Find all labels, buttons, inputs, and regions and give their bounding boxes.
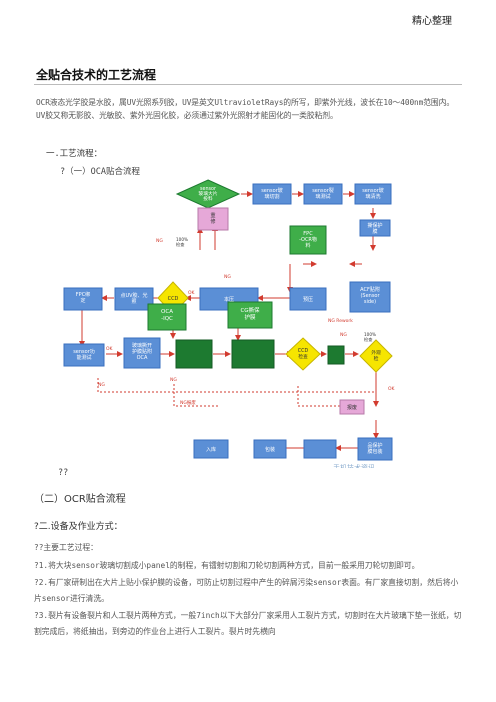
svg-text:入库: 入库 [206,446,216,453]
svg-text:重修: 重修 [210,212,215,225]
page-title: 全贴合技术的工艺流程 [36,68,157,82]
flow-node-tc [327,345,345,365]
svg-text:sensor裂璃测试: sensor裂璃测试 [312,187,334,200]
subheading-oca-flow: ?（一）OCA贴合流程 [60,167,140,177]
svg-text:NG: NG [98,382,105,388]
svg-text:NG报废: NG报废 [180,399,196,406]
flow-node-pack2 [253,439,287,459]
flow-node-storage [193,439,229,459]
svg-text:sensor玻璃清洗: sensor玻璃清洗 [362,187,384,200]
svg-text:OCA-IQC: OCA-IQC [161,309,173,322]
flow-node-oqc [303,439,337,459]
svg-text:NG Rework: NG Rework [328,318,353,324]
flow-node-fpc-bind [63,287,103,311]
placeholder-marks: ?? [58,468,69,478]
flow-node-fpc-in [289,225,327,255]
flow-node-clean1 [354,183,392,205]
flow-node-uv [114,287,154,311]
svg-text:NG: NG [156,238,163,244]
flow-node-protect [359,219,391,237]
svg-text:FPC绑定: FPC绑定 [76,291,90,304]
subheading-ocr-flow: （二）OCR贴合流程 [34,494,126,505]
svg-text:报废: 报废 [347,404,357,411]
svg-text:100%检查: 100%检查 [364,332,376,343]
body-line: ?2.有厂家研制出在大片上贴小保护膜的设备，可防止切割过程中产生的碎屑污染sen… [34,578,459,603]
svg-text:NG: NG [170,377,177,383]
flow-node-cut [252,183,292,205]
svg-text:本压: 本压 [224,296,234,303]
svg-text:OK: OK [188,290,196,296]
flow-node-pre-press [289,287,327,311]
body-line: ??主要工艺过程： [34,543,98,552]
svg-text:点UV胶、光照: 点UV胶、光照 [120,292,147,305]
svg-text:NG: NG [224,274,231,280]
svg-text:100%检查: 100%检查 [176,237,188,248]
svg-text:OK: OK [388,386,396,392]
body-text: ??主要工艺过程： ?1.将大块sensor玻璃切割成小panel的制程，有镭射… [34,540,464,641]
svg-text:外观检: 外观检 [371,349,381,362]
svg-text:CG撕保护膜: CG撕保护膜 [240,306,260,321]
svg-text:sensor玻璃切割: sensor玻璃切割 [261,187,283,200]
flow-node-appearance [359,339,393,373]
flow-node-pack [357,437,393,461]
flow-node-cg-lam [231,339,275,369]
svg-text:包装: 包装 [265,446,275,453]
flow-node-cg-in [227,301,273,329]
svg-text:sensor功能测试: sensor功能测试 [73,348,95,361]
section-heading-equipment: ?二.设备及作业方式： [34,522,123,532]
header-note: 精心整理 [412,16,452,27]
flow-node-oca-glue [123,337,161,369]
flow-node-sensor-test [63,343,105,367]
svg-text:OK: OK [106,346,114,352]
intro-paragraph: OCR液态光学胶是水胶，属UV光照系列胶，UV是英文UltravioletRay… [36,98,455,120]
flow-node-oca-in [147,303,187,331]
section-heading-process: 一.工艺流程： [46,149,103,159]
title-divider [34,84,462,85]
flow-node-split [303,183,343,205]
svg-text:CCD: CCD [168,296,179,302]
watermark-text: 手机技术资讯 [333,463,375,468]
flow-node-acf [349,281,391,313]
flow-node-rework [197,207,229,231]
svg-text:品保护膜包装: 品保护膜包装 [367,442,382,455]
svg-text:预压: 预压 [303,296,313,303]
svg-text:撕保护膜: 撕保护膜 [367,222,382,235]
svg-text:NG: NG [340,332,347,338]
flow-node-lam [175,339,213,369]
body-line: ?3.裂片有设备裂片和人工裂片两种方式，一般7inch以下大部分厂家采用人工裂片… [34,611,462,636]
svg-text:FPC-OCR物料: FPC-OCR物料 [299,231,317,249]
flow-node-ccd2 [285,337,321,371]
body-line: ?1.将大块sensor玻璃切割成小panel的制程，有镭射切割和刀轮切割两种方… [34,560,420,570]
flow-node-scrap [339,399,365,415]
